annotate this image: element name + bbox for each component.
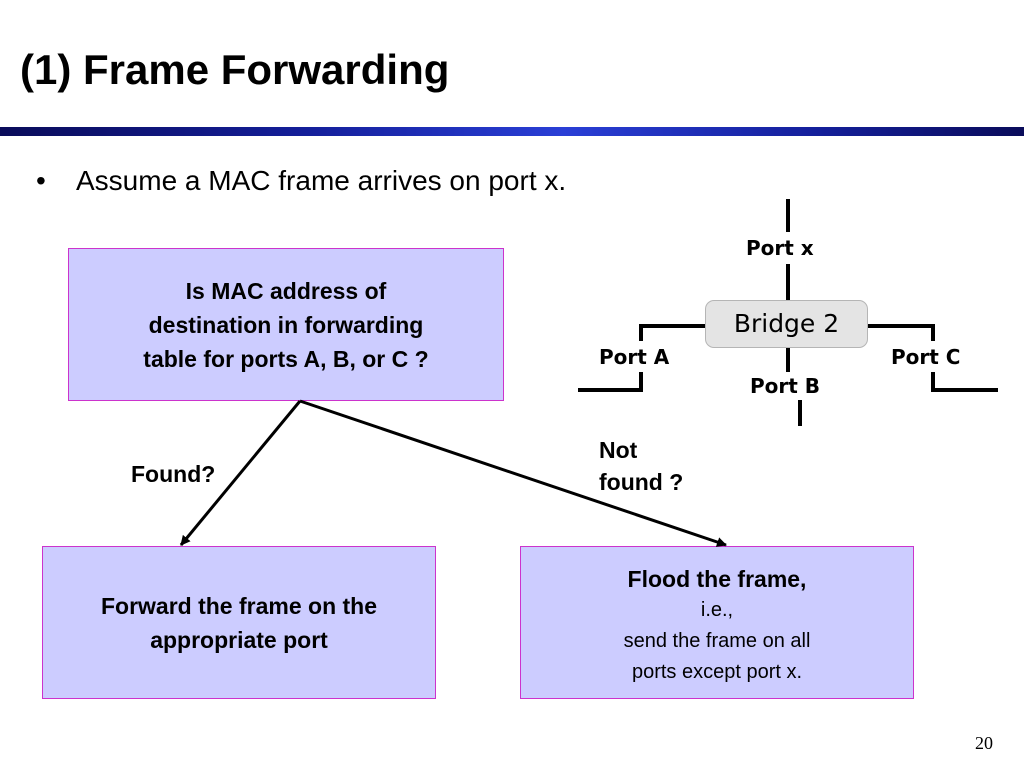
bullet-text: Assume a MAC frame arrives on port x. (76, 165, 567, 196)
page-number: 20 (975, 733, 993, 753)
decision-box: Is MAC address of destination in forward… (68, 248, 504, 401)
not-found-label: Not found ? (599, 434, 683, 498)
not-found-arrow (299, 399, 727, 547)
not-found-line-2: found ? (599, 469, 684, 495)
decision-line-2: destination in forwarding (148, 311, 424, 338)
port-a-segment (578, 372, 643, 392)
port-b-label: Port B (750, 374, 821, 398)
port-a-label: Port A (599, 345, 670, 369)
flood-line-1: i.e., (700, 599, 734, 621)
found-label: Found? (131, 461, 216, 487)
title-divider (0, 127, 1024, 136)
port-c-wire (868, 324, 935, 341)
bridge-node: Bridge 2 (705, 300, 868, 348)
flood-heading: Flood the frame, (627, 566, 807, 592)
slide-title: (1) Frame Forwarding (20, 46, 450, 93)
decision-line-3: table for ports A, B, or C ? (143, 345, 429, 372)
port-c-segment (931, 372, 998, 392)
forward-line-2: appropriate port (150, 626, 328, 653)
bullet-item: • Assume a MAC frame arrives on port x. (36, 163, 566, 199)
found-arrow (179, 400, 302, 546)
decision-line-1: Is MAC address of (185, 277, 387, 304)
port-a-wire (639, 324, 705, 341)
forward-line-1: Forward the frame on the (100, 592, 378, 619)
forward-box: Forward the frame on the appropriate por… (42, 546, 436, 699)
flood-line-2: send the frame on all (623, 630, 811, 652)
not-found-line-1: Not (599, 437, 638, 463)
flood-box: Flood the frame, i.e., send the frame on… (520, 546, 914, 699)
port-x-label: Port x (746, 236, 814, 260)
flood-line-3: ports except port x. (631, 661, 803, 683)
port-c-label: Port C (891, 345, 961, 369)
bullet-marker: • (36, 165, 46, 196)
